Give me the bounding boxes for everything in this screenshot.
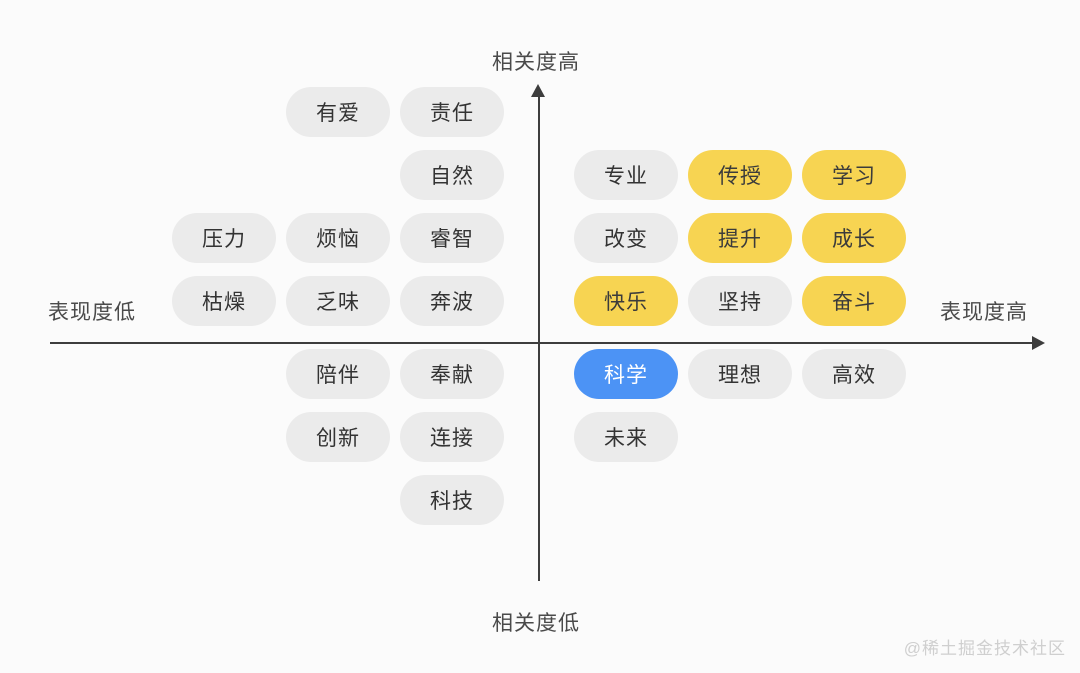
axis-label-left: 表现度低 — [48, 301, 136, 324]
chip-bottom-left-0[interactable]: 陪伴 — [286, 349, 390, 399]
chip-top-right-5[interactable]: 成长 — [802, 213, 906, 263]
chip-top-right-3[interactable]: 改变 — [574, 213, 678, 263]
axis-label-right: 表现度高 — [940, 301, 1028, 324]
axis-label-top: 相关度高 — [492, 51, 580, 74]
chip-top-right-6[interactable]: 快乐 — [574, 276, 678, 326]
watermark: @稀土掘金技术社区 — [903, 639, 1066, 658]
chip-top-left-4[interactable]: 烦恼 — [286, 213, 390, 263]
chip-top-right-0[interactable]: 专业 — [574, 150, 678, 200]
chip-bottom-left-2[interactable]: 创新 — [286, 412, 390, 462]
chip-top-left-0[interactable]: 有爱 — [286, 87, 390, 137]
horizontal-axis — [50, 342, 1040, 344]
chip-top-right-1[interactable]: 传授 — [688, 150, 792, 200]
chip-bottom-left-1[interactable]: 奉献 — [400, 349, 504, 399]
chip-top-left-6[interactable]: 枯燥 — [172, 276, 276, 326]
chip-top-left-8[interactable]: 奔波 — [400, 276, 504, 326]
arrow-up-icon — [531, 84, 545, 97]
arrow-right-icon — [1032, 336, 1045, 350]
axis-label-bottom: 相关度低 — [492, 612, 580, 635]
chip-top-left-7[interactable]: 乏味 — [286, 276, 390, 326]
vertical-axis — [538, 88, 540, 581]
chip-bottom-right-1[interactable]: 理想 — [688, 349, 792, 399]
chip-bottom-right-0[interactable]: 科学 — [574, 349, 678, 399]
chip-top-left-5[interactable]: 睿智 — [400, 213, 504, 263]
chip-top-right-7[interactable]: 坚持 — [688, 276, 792, 326]
chip-bottom-right-3[interactable]: 未来 — [574, 412, 678, 462]
chip-top-left-3[interactable]: 压力 — [172, 213, 276, 263]
chip-top-right-8[interactable]: 奋斗 — [802, 276, 906, 326]
chip-top-right-2[interactable]: 学习 — [802, 150, 906, 200]
chip-bottom-right-2[interactable]: 高效 — [802, 349, 906, 399]
chip-top-left-2[interactable]: 自然 — [400, 150, 504, 200]
chip-bottom-left-4[interactable]: 科技 — [400, 475, 504, 525]
chip-bottom-left-3[interactable]: 连接 — [400, 412, 504, 462]
chip-top-left-1[interactable]: 责任 — [400, 87, 504, 137]
chip-top-right-4[interactable]: 提升 — [688, 213, 792, 263]
